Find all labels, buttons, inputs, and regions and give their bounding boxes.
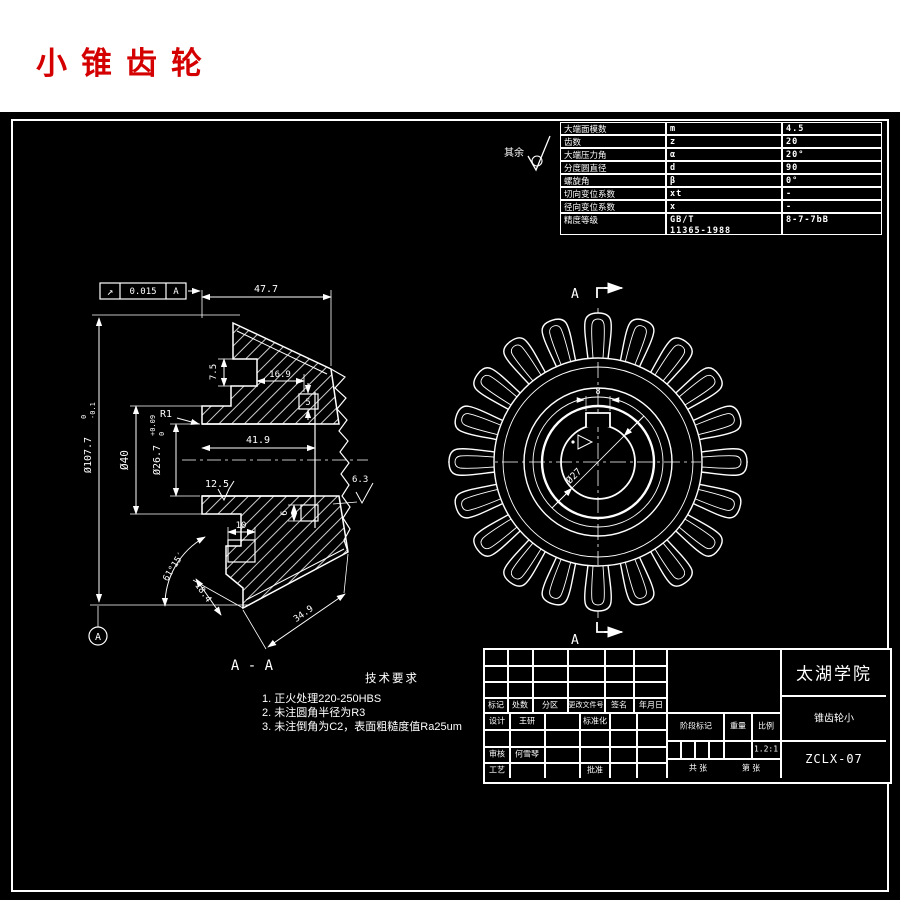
rev-header-count: 处数 [512,700,528,710]
param-value: - [782,187,882,200]
dim-tooth-b: 6 [280,510,290,515]
param-value: 0° [782,174,882,187]
param-label: 径向变位系数 [560,200,666,213]
param-label: 分度圆直径 [560,161,666,174]
stage-label: 阶段标记 [680,721,712,731]
roughness-icon [355,482,374,505]
rev-header-docno: 更改文件号 [568,702,604,709]
surface-note-text: 其余 [504,146,524,159]
dim-hub-dia: Ø40 [118,450,131,470]
dim-bore-tol-l: 0 [158,432,166,436]
approve-label: 批准 [587,765,603,775]
param-label: 切向变位系数 [560,187,666,200]
param-symbol: d [666,161,782,174]
param-symbol: z [666,135,782,148]
dim-fillet: R1 [160,409,172,420]
param-value: 20 [782,135,882,148]
section-letter-bottom: A [571,633,579,648]
check-name: 何雪琴 [515,749,539,759]
dim-width: 47.7 [254,284,278,295]
dim-bore-tol-u: +0.09 [149,415,157,436]
rough-bore-value: 12.5 [205,479,229,490]
tech-req-title: 技术要求 [365,673,419,685]
section-label: A - A [231,658,274,674]
front-view: 8 Ø27 A A [448,282,748,648]
design-name: 王研 [519,716,535,726]
sheet-total: 共 张 [688,763,708,773]
tech-req-item: 3. 未注倒角为C2，表面粗糙度值Ra25um [262,721,462,733]
keyway [585,412,611,427]
dim-bore-dia: Ø26.7 [151,445,163,475]
param-symbol: α [666,148,782,161]
param-symbol: m [666,122,782,135]
dim-notch-w: 16.9 [269,370,291,380]
rev-header-zone: 分区 [542,700,558,710]
param-label: 齿数 [560,135,666,148]
scale-label: 比例 [758,721,774,731]
part-name: 锥齿轮小 [814,713,854,725]
section-letter-top: A [571,287,579,302]
title-block: 标记 处数 分区 更改文件号 签名 年月日 设计 王研 标准化 审核 何雪琴 工… [483,648,892,784]
keyway-width-dim: 8 [595,387,600,397]
param-label: 大端压力角 [560,148,666,161]
technical-requirements: 技术要求 1. 正火处理220-250HBS 2. 未注圆角半径为R3 3. 未… [262,672,522,734]
rev-header-sign: 签名 [611,700,627,710]
gdt-symbol-icon: ↗ [107,285,114,298]
dim-cone-angle: 61°15′ [161,551,187,584]
design-label: 设计 [489,716,505,726]
dim-face-len: 34.9 [292,604,316,625]
drawing-frame [11,119,889,892]
datum-circle [88,626,108,646]
dim-bore-len: 41.9 [246,435,270,446]
param-value: - [782,200,882,213]
dim-notch-h: 7.5 [209,364,219,380]
dim-back-len: 18.4 [192,581,213,605]
param-label: 大端面模数 [560,122,666,135]
gdt-value: 0.015 [129,287,156,297]
gdt-frame: ↗ 0.015 A [99,282,187,300]
param-symbol: x [666,200,782,213]
dim-tooth-a: 5 [305,398,310,408]
roughness-icon [527,135,551,172]
param-symbol: β [666,174,782,187]
param-symbol: GB/T 11365-1988 [666,213,782,235]
rough-teeth-value: 6.3 [352,475,368,485]
dim-outer-tol-l: -0.1 [89,402,97,419]
section-view [182,321,368,610]
tech-req-item: 1. 正火处理220-250HBS [262,693,382,705]
param-value: 20° [782,148,882,161]
param-symbol: xt [666,187,782,200]
dim-outer-dia: Ø107.7 [82,437,94,473]
tech-req-item: 2. 未注圆角半径为R3 [262,707,366,719]
gdt-datum: A [173,287,179,297]
sheet-no: 第 张 [741,763,761,773]
param-value: 8-7-7bB [782,213,882,235]
drawing-title: 小锥齿轮 [36,46,216,81]
scale-value: 1.2:1 [753,744,779,754]
param-label: 精度等级 [560,213,666,235]
drawing-number: ZCLX-07 [805,752,863,766]
check-label: 审核 [489,749,505,759]
rev-header-mark: 标记 [488,700,504,710]
gear-parameter-table: 大端面模数 m 4.5 齿数 z 20 大端压力角 α 20° 分度圆直径 d … [560,122,888,235]
dim-outer-tol-u: 0 [80,415,88,419]
school-name: 太湖学院 [796,664,872,684]
datum-letter: A [95,632,101,643]
weight-label: 重量 [730,721,746,731]
param-value: 4.5 [782,122,882,135]
param-label: 螺旋角 [560,174,666,187]
standard-label: 标准化 [583,716,607,726]
process-label: 工艺 [489,765,505,775]
dim-step: 10 [236,521,247,531]
rev-header-date: 年月日 [639,700,663,710]
roughness-icon [217,480,235,502]
section-dimensions: ↗ 0.015 A 47.7 Ø107.7 0 -0.1 Ø40 Ø26.7 +… [80,282,374,674]
surface-flag-icon [577,434,594,450]
surface-note-symbol: 其余 [504,135,551,172]
param-value: 90 [782,161,882,174]
